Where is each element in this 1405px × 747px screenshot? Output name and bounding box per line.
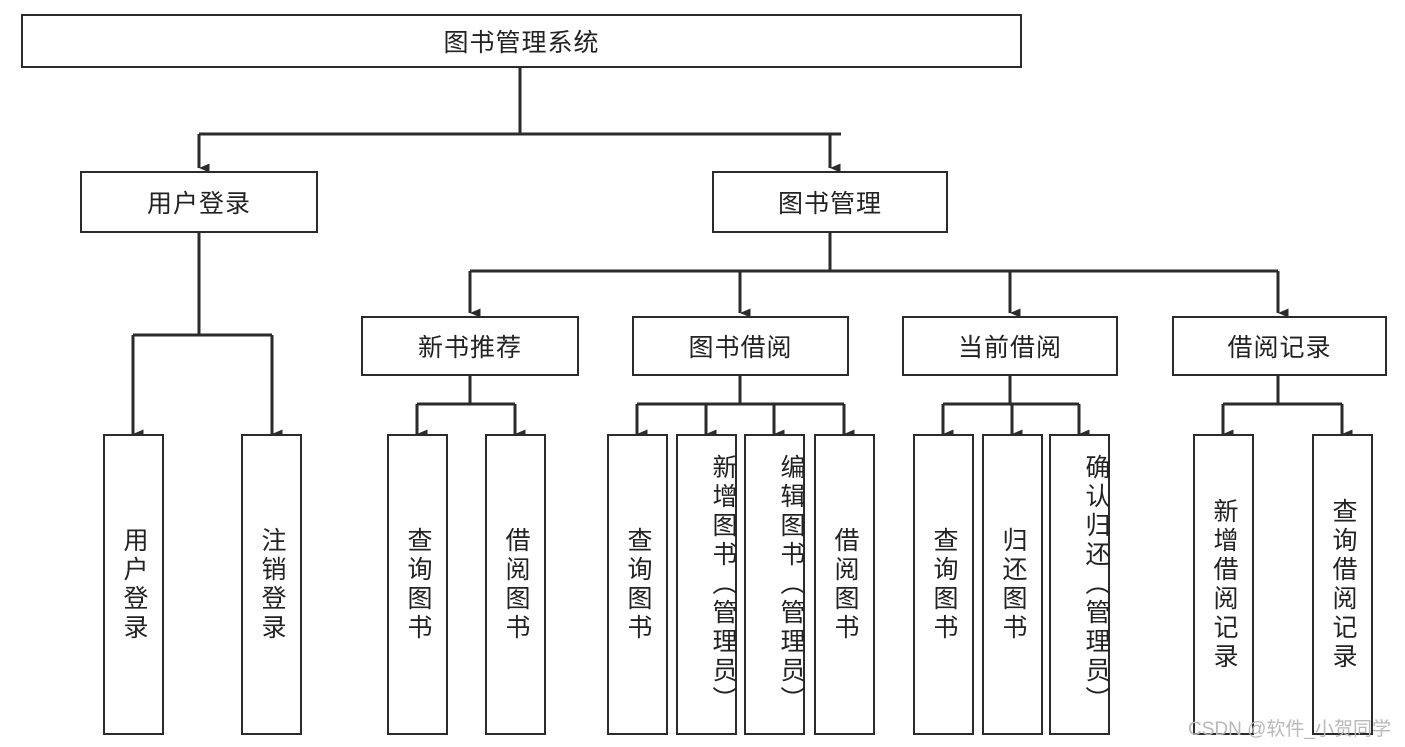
node-current-borrow-label: 当前借阅 (957, 334, 1062, 362)
node-new-book-recommend[interactable]: 新书推荐 (361, 316, 579, 376)
node-current-borrow[interactable]: 当前借阅 (902, 316, 1118, 376)
node-book-manage[interactable]: 图书管理 (712, 171, 948, 233)
node-book-borrow-label: 图书借阅 (688, 334, 793, 362)
node-leaf-query-book-3[interactable]: 查询图书 (913, 434, 974, 735)
node-book-manage-label: 图书管理 (777, 190, 882, 218)
node-book-borrow[interactable]: 图书借阅 (632, 316, 849, 376)
node-borrow-record[interactable]: 借阅记录 (1172, 316, 1387, 376)
node-leaf-edit-book-label: 编辑图书（管理员） (777, 454, 805, 715)
node-root-label: 图书管理系统 (443, 29, 600, 57)
node-leaf-add-record-label: 新增借阅记录 (1210, 497, 1238, 672)
node-leaf-query-book-2[interactable]: 查询图书 (607, 434, 668, 735)
node-leaf-query-record[interactable]: 查询借阅记录 (1312, 434, 1373, 735)
node-leaf-user-login[interactable]: 用户登录 (103, 434, 164, 735)
node-leaf-add-book[interactable]: 新增图书（管理员） (676, 434, 737, 735)
node-leaf-query-book-1[interactable]: 查询图书 (387, 434, 448, 735)
node-leaf-add-book-label: 新增图书（管理员） (709, 454, 737, 715)
node-user-login-label: 用户登录 (146, 190, 251, 218)
node-leaf-user-logout-label: 注销登录 (258, 526, 286, 643)
node-leaf-query-record-label: 查询借阅记录 (1329, 497, 1357, 672)
node-leaf-add-record[interactable]: 新增借阅记录 (1193, 434, 1254, 735)
node-leaf-borrow-book-1[interactable]: 借阅图书 (485, 434, 546, 735)
node-leaf-user-login-label: 用户登录 (120, 526, 148, 643)
node-leaf-return-book[interactable]: 归还图书 (982, 434, 1043, 735)
node-leaf-borrow-book-2[interactable]: 借阅图书 (814, 434, 875, 735)
node-leaf-edit-book[interactable]: 编辑图书（管理员） (744, 434, 805, 735)
node-leaf-borrow-book-1-label: 借阅图书 (502, 526, 530, 643)
node-leaf-return-book-label: 归还图书 (999, 526, 1027, 643)
node-borrow-record-label: 借阅记录 (1227, 334, 1332, 362)
node-leaf-confirm-return[interactable]: 确认归还（管理员） (1049, 434, 1110, 735)
csdn-watermark: CSDN @软件_小贺同学 (1188, 719, 1391, 740)
node-new-book-recommend-label: 新书推荐 (417, 334, 522, 362)
node-user-login[interactable]: 用户登录 (80, 171, 318, 233)
node-leaf-borrow-book-2-label: 借阅图书 (831, 526, 859, 643)
node-leaf-user-logout[interactable]: 注销登录 (241, 434, 302, 735)
node-leaf-query-book-1-label: 查询图书 (404, 526, 432, 643)
node-leaf-query-book-2-label: 查询图书 (624, 526, 652, 643)
node-leaf-query-book-3-label: 查询图书 (930, 526, 958, 643)
node-leaf-confirm-return-label: 确认归还（管理员） (1082, 454, 1110, 715)
node-root[interactable]: 图书管理系统 (21, 14, 1022, 68)
